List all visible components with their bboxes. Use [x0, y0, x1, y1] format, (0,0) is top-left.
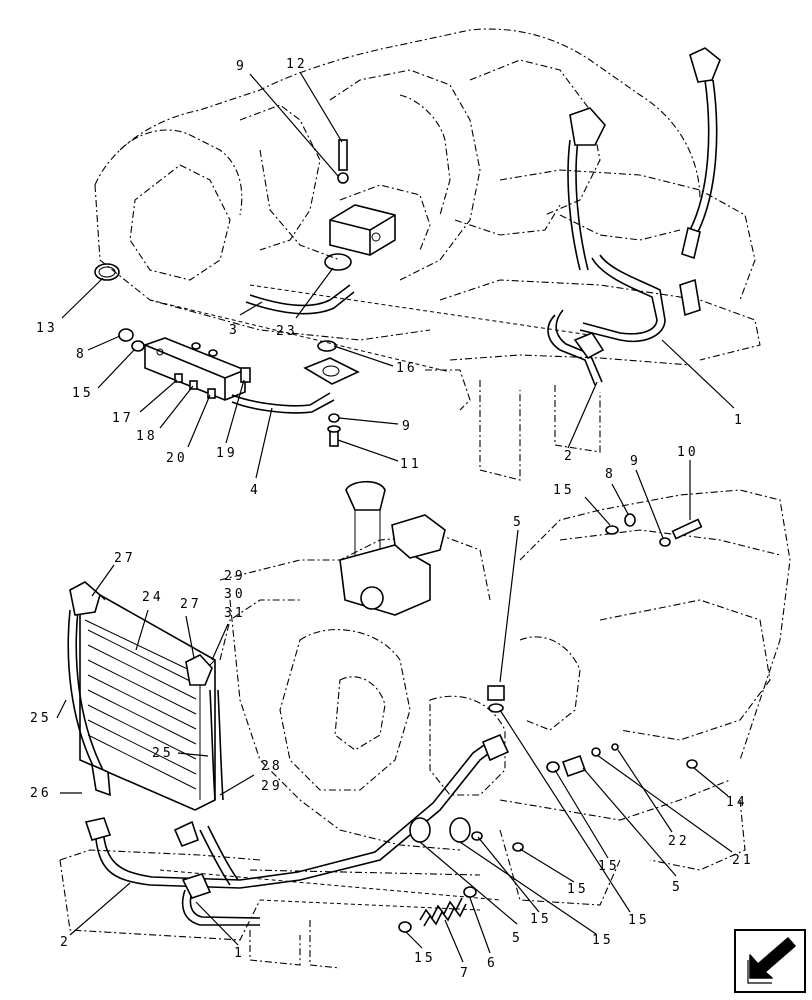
callout-1: 1: [734, 413, 745, 428]
callout-9: 9: [402, 419, 413, 434]
callout-15: 15: [553, 483, 575, 498]
top-leader-lines: [61, 71, 735, 479]
bolt-10: [671, 518, 703, 540]
callout-29: 29: [261, 779, 283, 794]
callout-11: 11: [400, 457, 422, 472]
callout-2: 2: [60, 935, 71, 950]
callout-31: 31: [224, 606, 246, 621]
callout-12: 12: [286, 57, 308, 72]
callout-2: 2: [564, 449, 575, 464]
callout-21: 21: [732, 853, 754, 868]
bottom-leader-lines: [56, 460, 733, 963]
callout-25: 25: [30, 711, 52, 726]
bottom-components: [67, 480, 703, 933]
callout-9: 9: [236, 59, 247, 74]
callout-15: 15: [414, 951, 436, 966]
callout-10: 10: [677, 445, 699, 460]
callout-8: 8: [605, 467, 616, 482]
callout-22: 22: [668, 834, 690, 849]
callout-6: 6: [487, 956, 498, 971]
callout-17: 17: [112, 411, 134, 426]
o-ring-23: [324, 253, 352, 271]
callout-20: 20: [166, 451, 188, 466]
valve-block: [329, 204, 396, 256]
callouts: 9 12 13 8 3 23 15 16 17 18 20 19 9 11 4 …: [30, 57, 754, 981]
plug-5: [409, 817, 431, 843]
callout-5: 5: [512, 931, 523, 946]
flange-16: [303, 357, 360, 385]
callout-26: 26: [30, 786, 52, 801]
arrow-down-left-icon[interactable]: [734, 929, 806, 993]
callout-27: 27: [114, 551, 136, 566]
callout-15: 15: [592, 933, 614, 948]
callout-9: 9: [630, 454, 641, 469]
plug-8: [118, 328, 134, 342]
callout-5: 5: [513, 515, 524, 530]
fitting-5: [487, 685, 505, 701]
callout-1: 1: [234, 946, 245, 961]
callout-5: 5: [672, 880, 683, 895]
callout-14: 14: [726, 795, 748, 810]
top-machinery-outline: [94, 28, 761, 481]
callout-24: 24: [142, 590, 164, 605]
callout-15: 15: [530, 912, 552, 927]
callout-28: 28: [261, 759, 283, 774]
callout-15: 15: [72, 386, 94, 401]
hose-clamp-13: [94, 263, 120, 281]
callout-4: 4: [250, 483, 261, 498]
callout-7: 7: [460, 966, 471, 981]
manifold-block: [144, 337, 246, 401]
callout-30: 30: [224, 587, 246, 602]
callout-23: 23: [276, 324, 298, 339]
callout-3: 3: [229, 323, 240, 338]
callout-27: 27: [180, 597, 202, 612]
callout-16: 16: [396, 361, 418, 376]
callout-29: 29: [224, 569, 246, 584]
callout-15: 15: [628, 913, 650, 928]
callout-25: 25: [152, 746, 174, 761]
callout-15: 15: [567, 882, 589, 897]
callout-13: 13: [36, 321, 58, 336]
bolt-12: [338, 139, 348, 171]
callout-15: 15: [598, 859, 620, 874]
callout-19: 19: [216, 446, 238, 461]
callout-8: 8: [76, 347, 87, 362]
top-components: [94, 47, 721, 447]
callout-18: 18: [136, 429, 158, 444]
